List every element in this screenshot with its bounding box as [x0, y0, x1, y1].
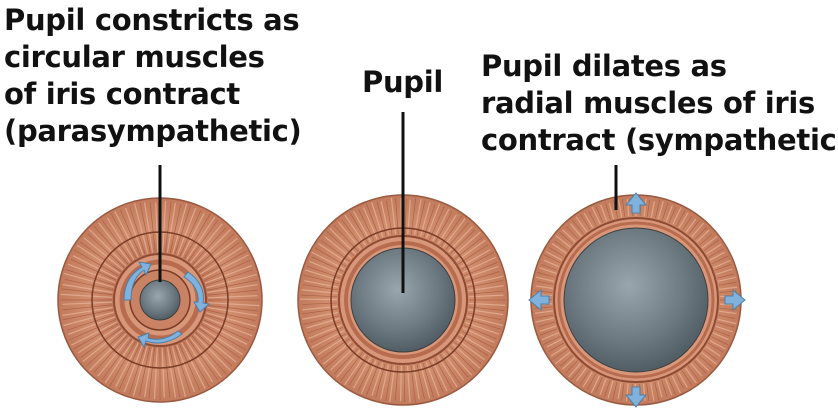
constriction-label: Pupil constricts as circular muscles of …	[4, 2, 302, 150]
iris-dilated	[529, 193, 745, 407]
pupil-label: Pupil	[362, 64, 443, 101]
dilation-label: Pupil dilates as radial muscles of iris …	[481, 48, 838, 159]
